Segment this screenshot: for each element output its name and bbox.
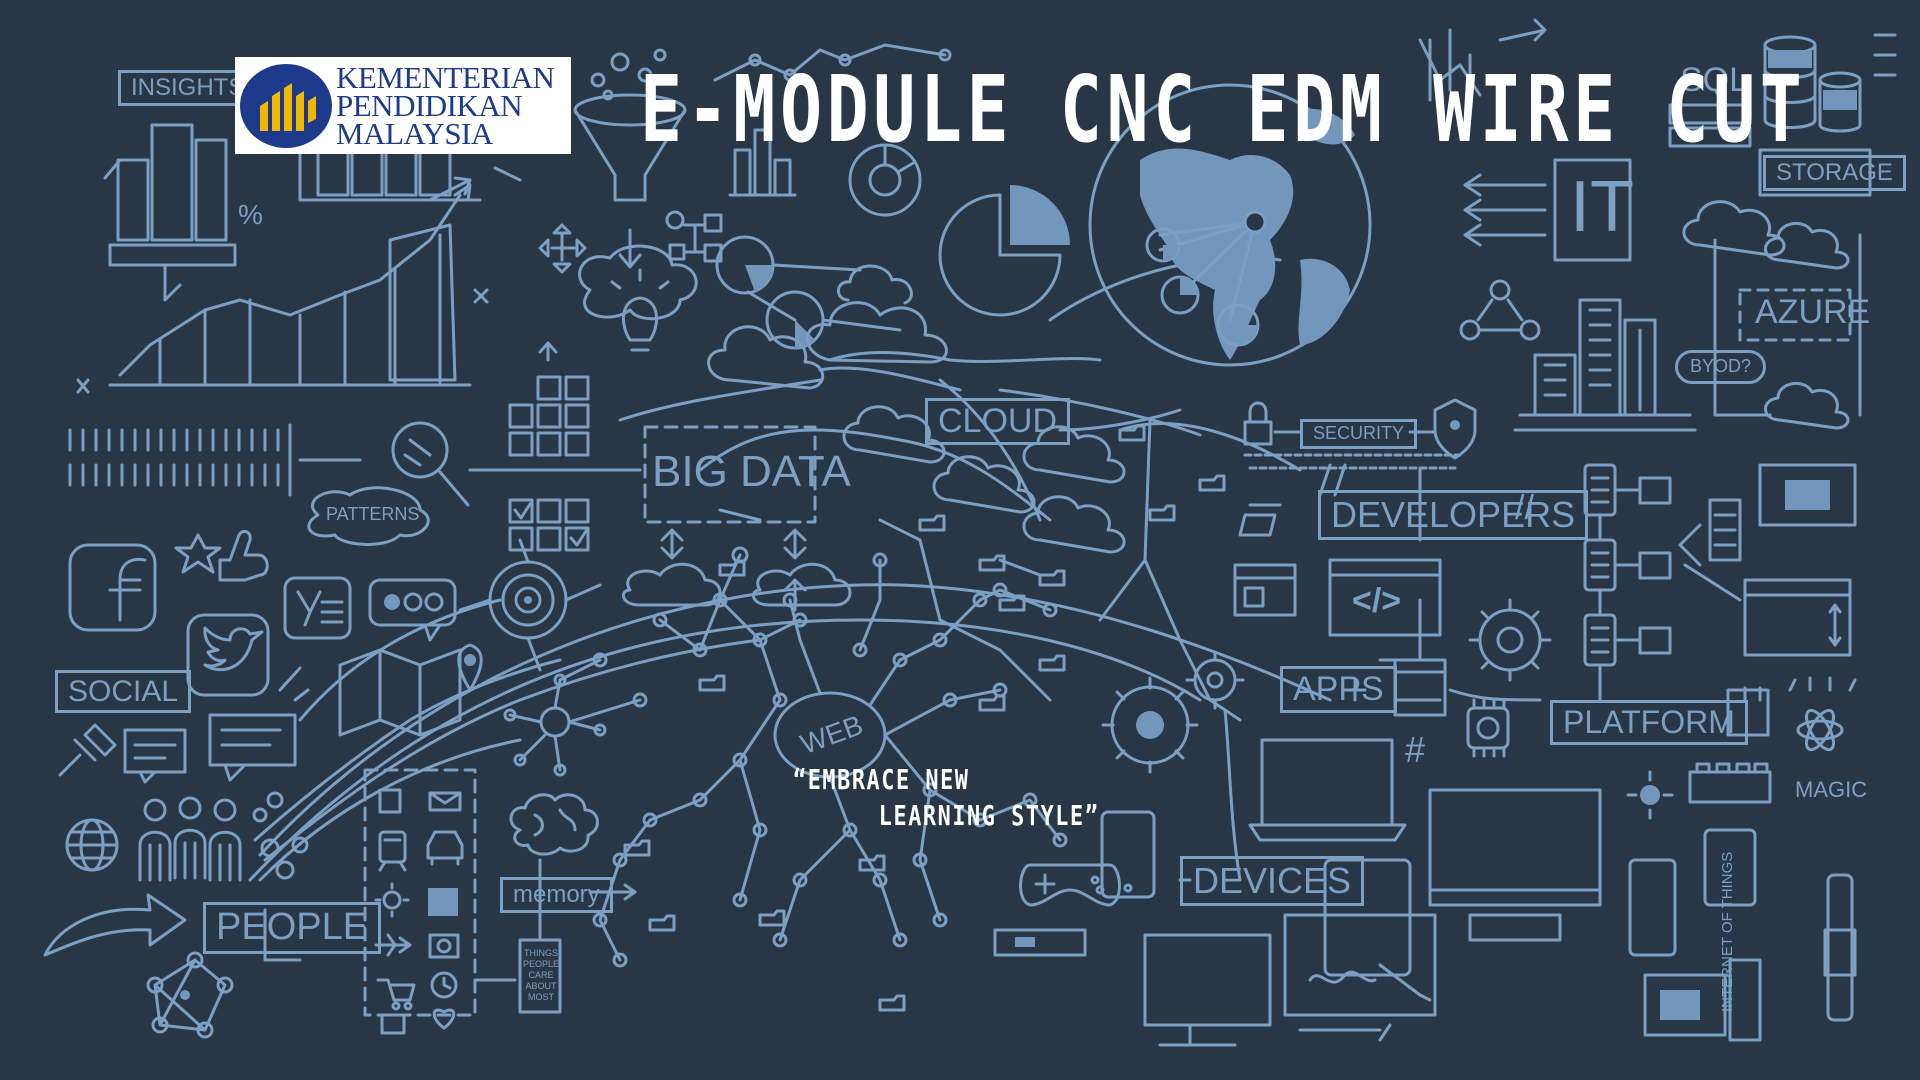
tagline-quote: “EMBRACE NEW LEARNING STYLE”	[793, 762, 1099, 834]
big-data-box	[622, 425, 852, 612]
cycle-icon	[1459, 279, 1541, 341]
storage-label: STORAGE	[1763, 155, 1906, 192]
magic-label: MAGIC	[1795, 777, 1868, 802]
desktop-icon	[1143, 913, 1762, 1047]
chat-bubble-icon	[368, 578, 457, 642]
monitor-icon	[1428, 788, 1602, 942]
things-care-label: THINGS PEOPLE CARE ABOUT MOST	[523, 948, 560, 1002]
ministry-emblem-icon	[240, 63, 332, 148]
atom-icon	[1788, 676, 1857, 752]
pie-chart-icon	[715, 143, 1070, 350]
sql-label: SQL	[1680, 61, 1749, 99]
gear-icon	[1101, 598, 1552, 774]
magnifier-icon	[307, 421, 642, 546]
line-graph-icon	[713, 43, 952, 197]
funnel-icon	[573, 48, 698, 352]
code-window-icon	[1233, 463, 1442, 637]
globe-small-icon	[65, 818, 119, 872]
tablet-icon	[1100, 810, 1757, 977]
social-label: SOCIAL	[55, 670, 192, 713]
arrow-icon	[43, 893, 187, 957]
memory-label: memory	[500, 877, 613, 914]
apps-label: APPS	[1280, 666, 1397, 714]
people-label: PEOPLE	[203, 902, 382, 954]
quote-line-2: LEARNING STYLE”	[878, 799, 1100, 832]
developers-label: DEVELOPERS	[1318, 490, 1589, 540]
pushpin-icon	[58, 723, 117, 777]
people-group-icon	[138, 796, 242, 882]
database-icon	[1668, 33, 1897, 197]
star-icon	[174, 533, 222, 574]
icon-list-box	[363, 768, 517, 1035]
growth-chart-icon	[76, 158, 522, 394]
byod-label: BYOD?	[1675, 350, 1767, 384]
ministry-logo-text: KEMENTERIAN PENDIDIKAN MALAYSIA	[336, 59, 555, 151]
clouds-right-icon	[1682, 200, 1862, 430]
laptop-icon	[1248, 738, 1407, 842]
facebook-icon	[68, 543, 157, 632]
buildings-icon	[1513, 298, 1697, 432]
internet-of-things-label: INTERNET OF THINGS	[1719, 851, 1736, 1012]
logo-line-1: KEMENTERIAN	[336, 59, 555, 95]
it-label: IT	[1570, 167, 1634, 247]
quote-line-1: “EMBRACE NEW	[793, 763, 970, 796]
slashes-label: //	[1515, 489, 1534, 527]
map-icon	[338, 538, 648, 777]
platform-label: PLATFORM	[1550, 700, 1748, 746]
azure-label: AZURE	[1755, 293, 1871, 331]
security-icon	[1243, 398, 1477, 470]
ministry-logo: KEMENTERIAN PENDIDIKAN MALAYSIA	[235, 57, 571, 154]
patterns-label: PATTERNS	[326, 504, 420, 524]
people-links-icon	[252, 598, 762, 962]
gamepad-icon	[993, 863, 1121, 957]
code-label: </>	[1352, 582, 1402, 620]
logo-line-3: MALAYSIA	[336, 115, 493, 151]
cloud-cluster-icon	[707, 301, 1126, 554]
network-graph-icon	[146, 951, 234, 1039]
lego-icon	[1626, 762, 1772, 820]
move-arrows-icon	[538, 223, 587, 274]
connection-curves	[248, 378, 1542, 882]
devices-label: DEVICES	[1180, 856, 1365, 906]
yammer-icon	[283, 576, 352, 640]
it-arrows-icon	[1418, 18, 1632, 262]
smartwatch-icon	[1823, 873, 1857, 1022]
logo-line-2: PENDIDIKAN	[336, 87, 523, 123]
platform-stack-icon	[1583, 463, 1857, 737]
big-data-label: BIG DATA	[652, 447, 851, 496]
chip-icon	[1466, 698, 1510, 758]
folder-icons	[623, 424, 1226, 1012]
insights-label: INSIGHTS	[118, 70, 258, 107]
message-boxes-icon	[123, 666, 310, 784]
hash-label: #	[1405, 729, 1426, 770]
percent-label: %	[238, 199, 263, 230]
globe-icon	[1088, 83, 1372, 367]
blocks-icon	[508, 341, 590, 552]
people-count-icon	[68, 423, 362, 497]
thumbs-up-icon	[218, 530, 269, 582]
brain-icon	[509, 793, 637, 1014]
page-title: E-MODULE CNC EDM WIRE CUT	[640, 56, 1807, 163]
twitter-icon	[186, 613, 270, 697]
cloud-label: CLOUD	[925, 398, 1071, 446]
flowchart-icon	[665, 210, 723, 263]
security-label: SECURITY	[1300, 419, 1418, 449]
